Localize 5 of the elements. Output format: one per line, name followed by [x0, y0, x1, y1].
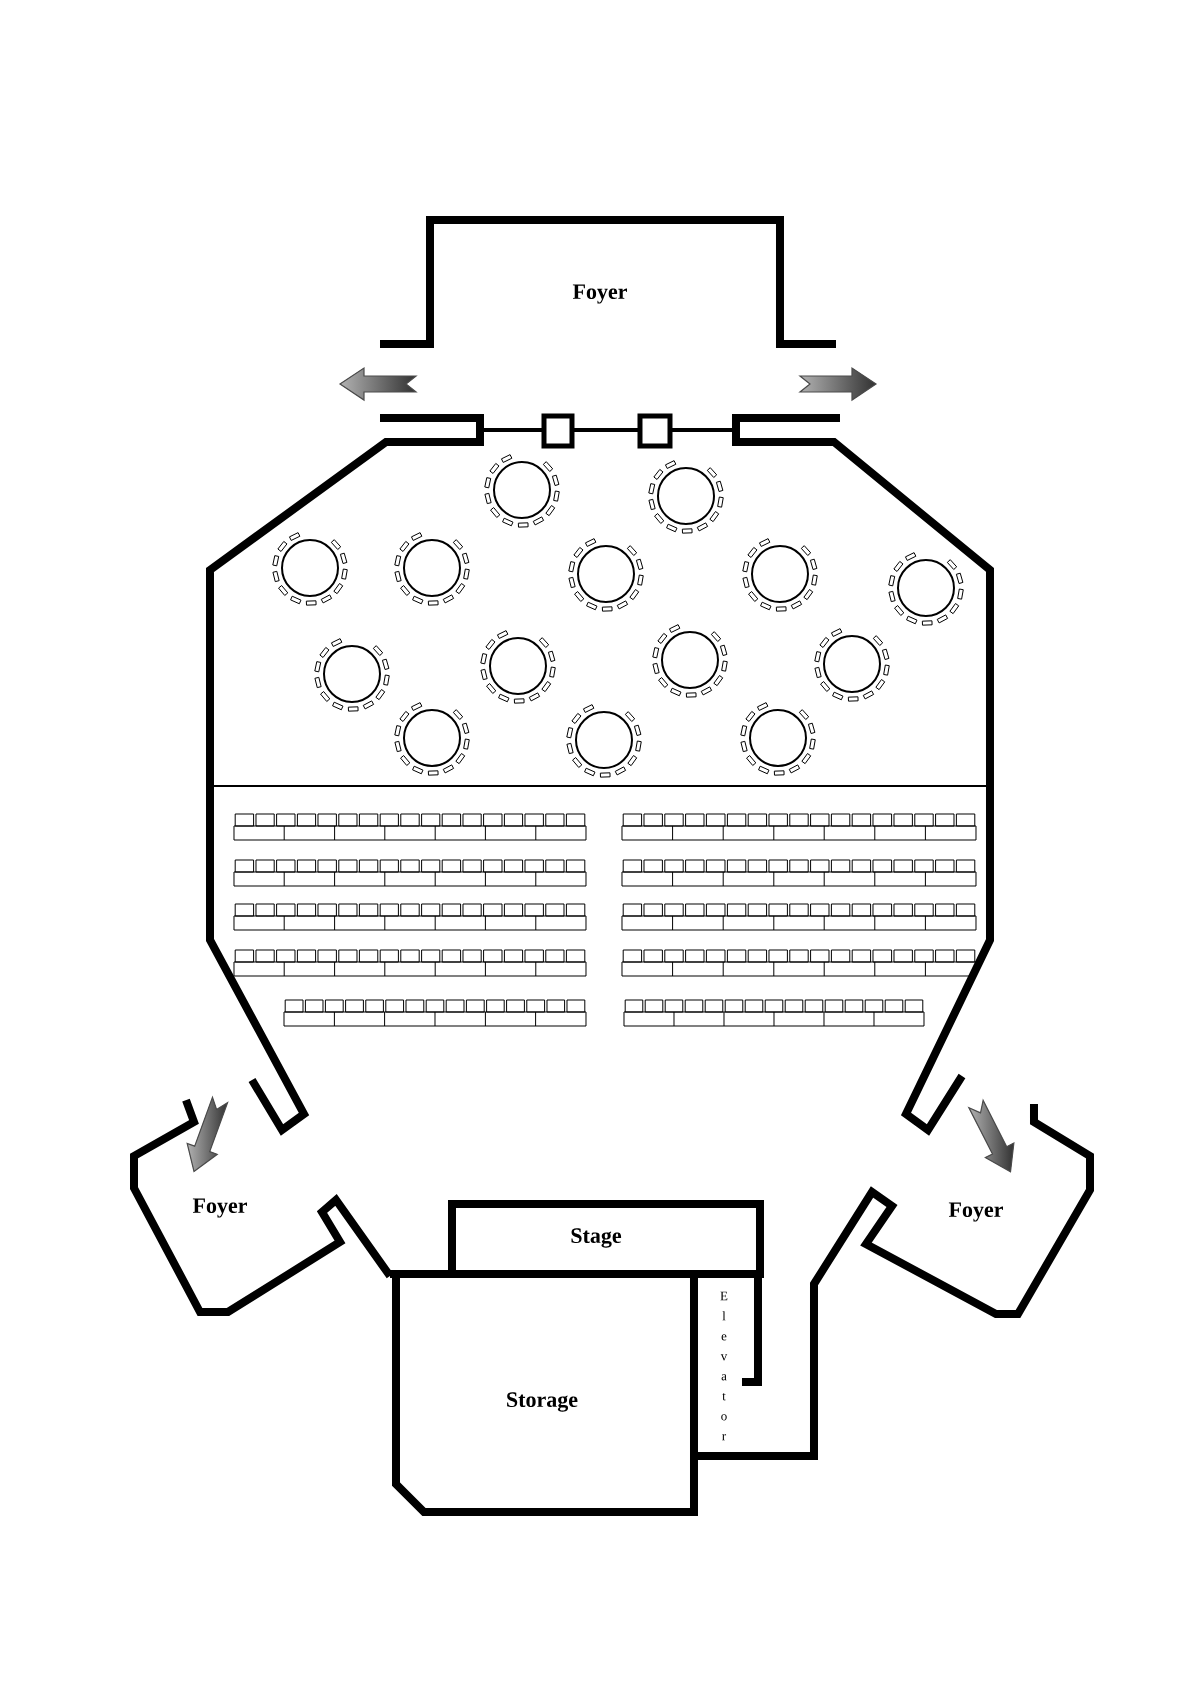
room-label: Foyer — [192, 1198, 247, 1218]
room-label: Stage — [571, 1228, 622, 1248]
room-label: Foyer — [572, 284, 627, 304]
room-label: Storage — [507, 1392, 578, 1412]
room-label: Foyer — [948, 1202, 1003, 1222]
